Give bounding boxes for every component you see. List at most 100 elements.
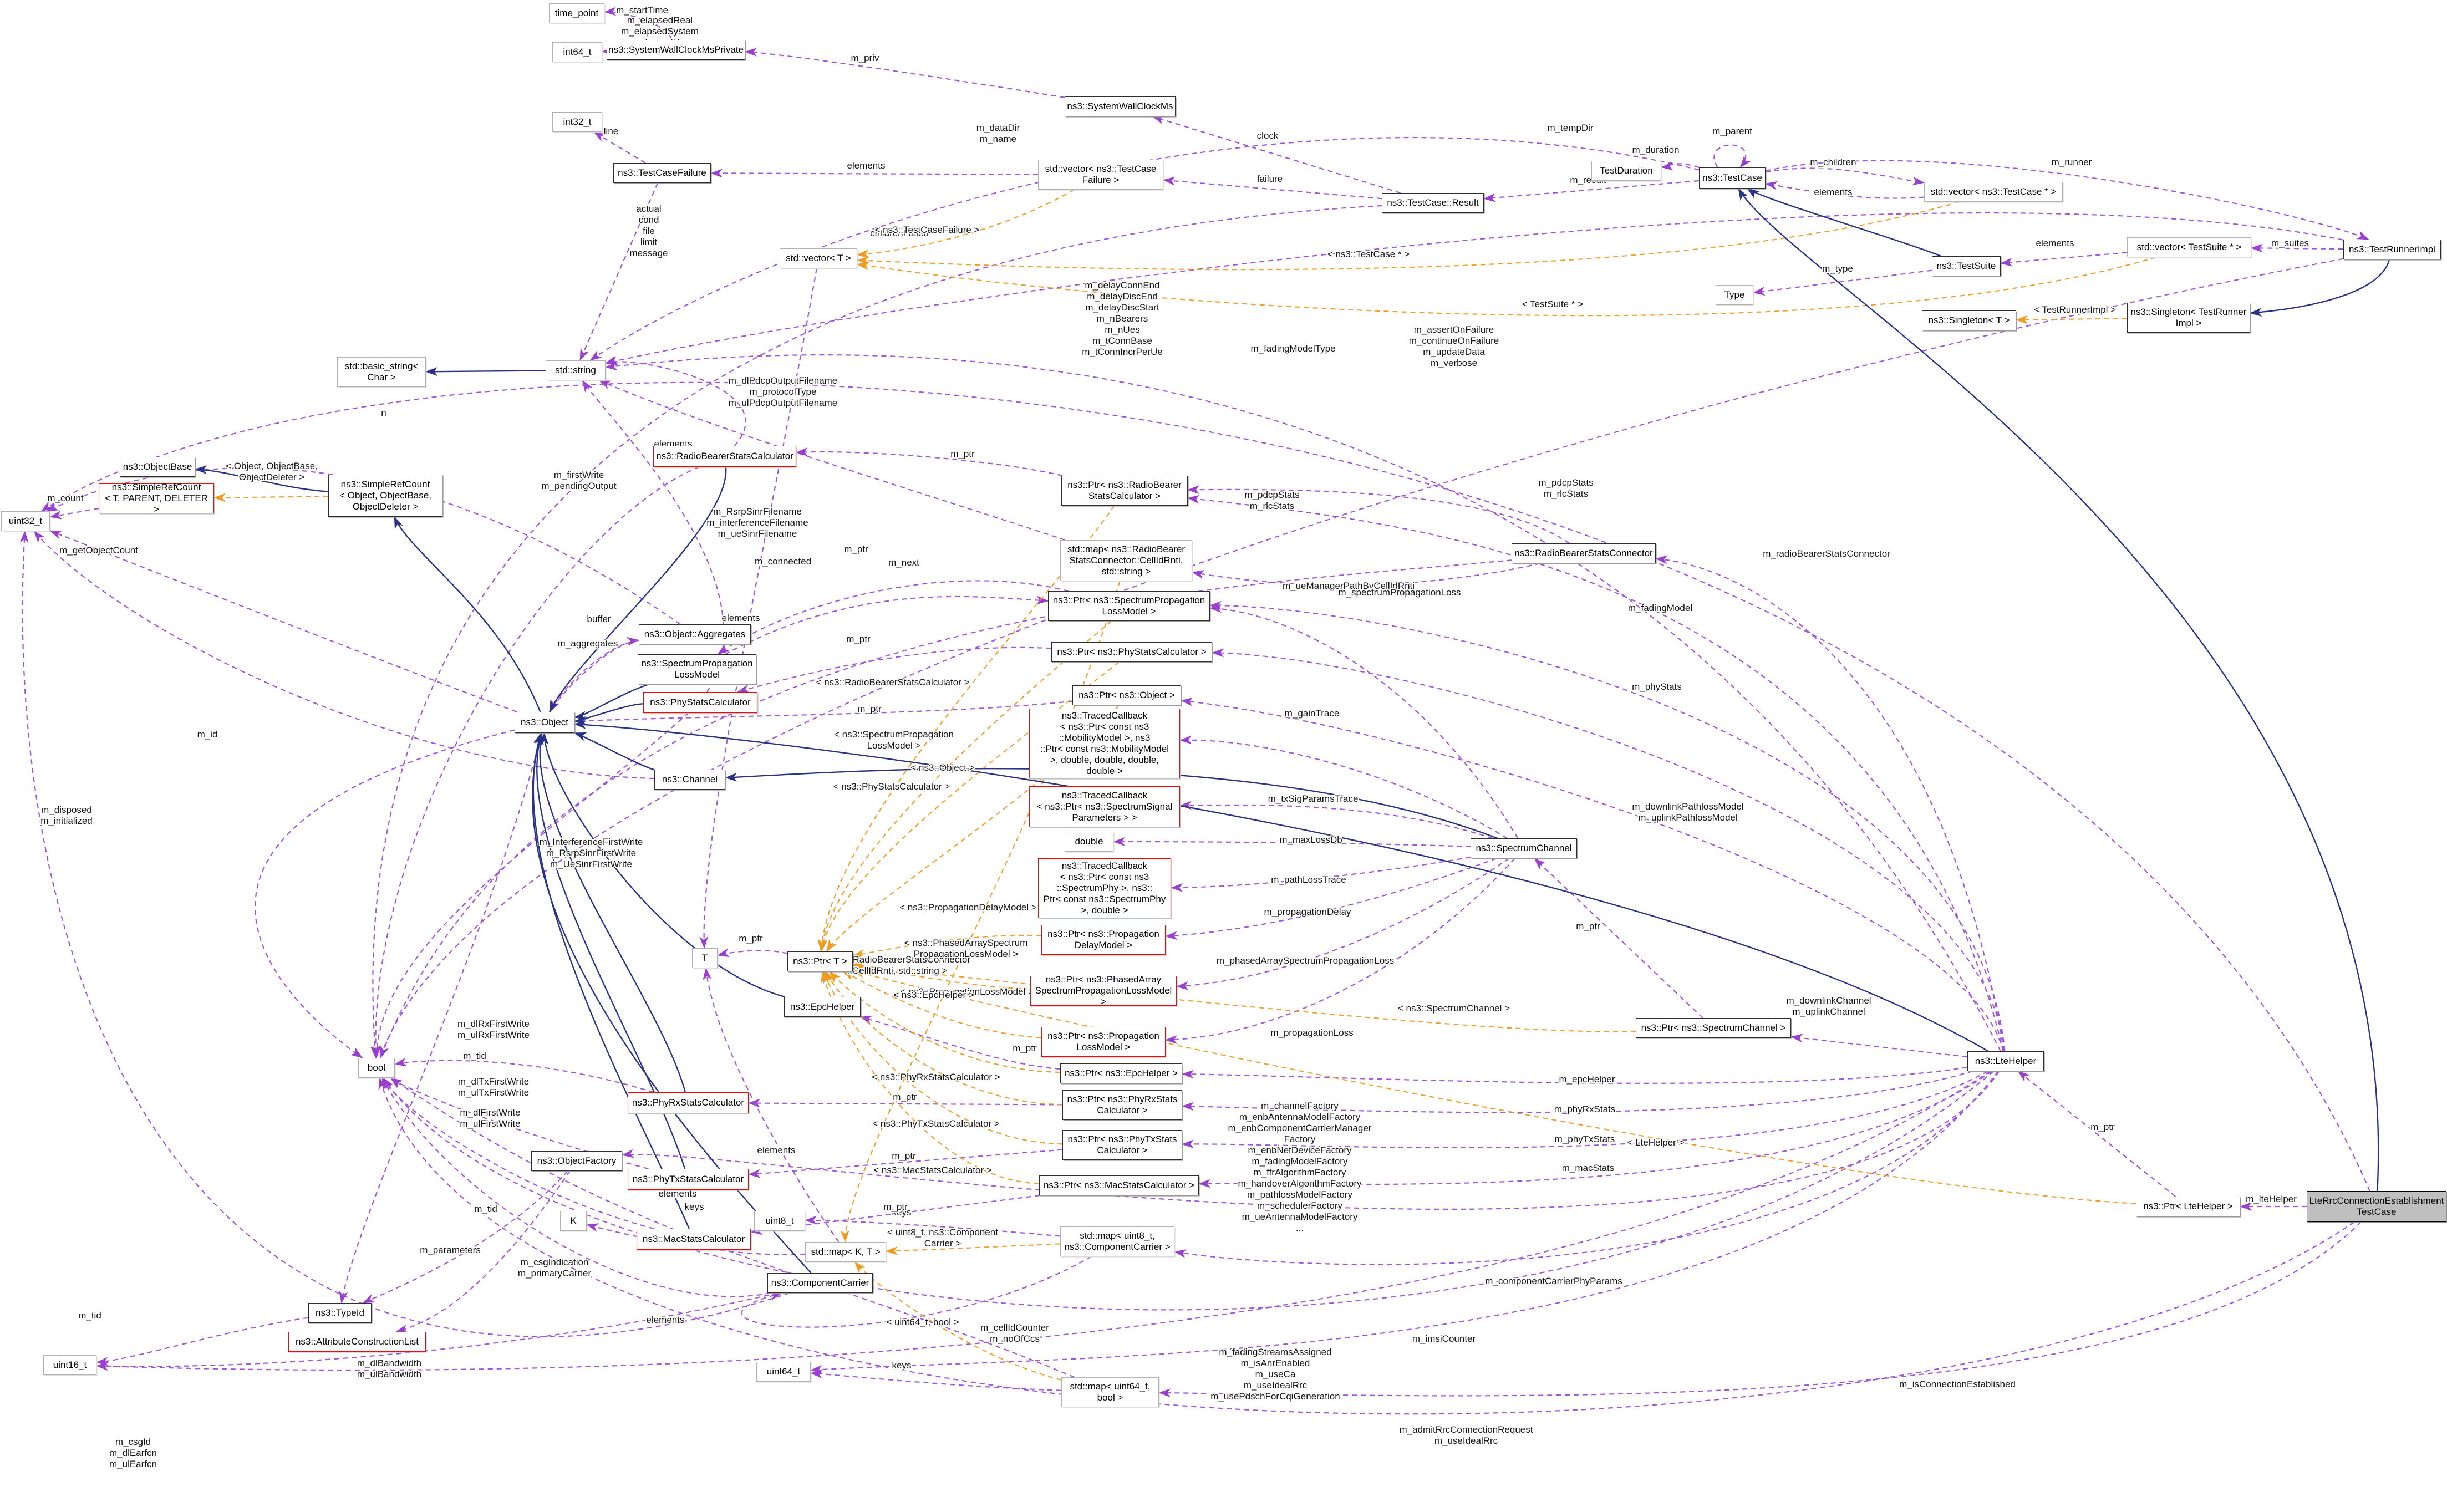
node-type[interactable]: Type xyxy=(1716,285,1753,305)
edge-label-3: clock xyxy=(1257,130,1279,141)
edge-label-61: m_fadingModel xyxy=(1628,603,1692,613)
node-vec_t[interactable]: std::vector< T > xyxy=(780,248,857,268)
node-ptr_pdm[interactable]: ns3::Ptr< ns3::Propagation DelayModel > xyxy=(1041,925,1166,955)
node-int32[interactable]: int32_t xyxy=(552,112,602,132)
node-testduration[interactable]: TestDuration xyxy=(1591,161,1661,181)
node-double[interactable]: double xyxy=(1065,832,1113,852)
node-rbsconn[interactable]: ns3::RadioBearerStatsConnector xyxy=(1512,543,1656,563)
node-phytx[interactable]: ns3::PhyTxStatsCalculator xyxy=(628,1169,749,1190)
node-epchelper[interactable]: ns3::EpcHelper xyxy=(784,997,861,1017)
edge-ltehelper-uint16 xyxy=(96,1071,1991,1371)
node-spectrumchannel[interactable]: ns3::SpectrumChannel xyxy=(1471,838,1577,858)
node-map_cellid[interactable]: std::map< ns3::RadioBearer StatsConnecto… xyxy=(1060,540,1192,581)
node-rbsc[interactable]: ns3::RadioBearerStatsCalculator xyxy=(653,446,796,467)
edge-ltehelper-ptr_splm xyxy=(1209,600,2006,1052)
node-ptr_ltehelper[interactable]: ns3::Ptr< LteHelper > xyxy=(2136,1197,2240,1216)
node-trimpl[interactable]: ns3::TestRunnerImpl xyxy=(2343,240,2441,259)
edge-ptr_splm-splm xyxy=(717,580,1069,655)
node-vec_tcf[interactable]: std::vector< ns3::TestCase Failure > xyxy=(1038,160,1163,190)
node-ptr_physc[interactable]: ns3::Ptr< ns3::PhyStatsCalculator > xyxy=(1051,642,1212,662)
edge-label-7: elements xyxy=(847,160,886,171)
edge-ltehelper-string xyxy=(605,354,2001,1052)
node-objectbase[interactable]: ns3::ObjectBase xyxy=(120,457,195,477)
node-ptr_epchelper[interactable]: ns3::Ptr< ns3::EpcHelper > xyxy=(1060,1063,1182,1083)
node-singleton_tri[interactable]: ns3::Singleton< TestRunner Impl > xyxy=(2127,303,2250,333)
node-componentcarrier[interactable]: ns3::ComponentCarrier xyxy=(767,1273,873,1293)
edge-label-29: m_tid xyxy=(474,1204,497,1214)
node-testcase[interactable]: ns3::TestCase xyxy=(1699,167,1766,189)
edge-label-5: line xyxy=(604,126,618,136)
edge-testsuite-testcase xyxy=(1747,188,1942,257)
node-physc[interactable]: ns3::PhyStatsCalculator xyxy=(643,692,757,713)
edge-label-92: m_ptr xyxy=(950,449,975,459)
node-ptr_object[interactable]: ns3::Ptr< ns3::Object > xyxy=(1072,685,1181,705)
node-ptr_mac[interactable]: ns3::Ptr< ns3::MacStatsCalculator > xyxy=(1039,1175,1199,1195)
node-time_point[interactable]: time_point xyxy=(549,3,604,23)
node-swcm[interactable]: ns3::SystemWallClockMs xyxy=(1065,96,1176,116)
node-int64[interactable]: int64_t xyxy=(552,42,602,62)
node-tc_result[interactable]: ns3::TestCase::Result xyxy=(1382,193,1484,213)
node-uint32[interactable]: uint32_t xyxy=(1,511,50,531)
node-uint16[interactable]: uint16_t xyxy=(43,1355,96,1375)
edge-label-53: m_ptr xyxy=(883,1202,908,1212)
node-map_u64b[interactable]: std::map< uint64_t, bool > xyxy=(1061,1377,1159,1407)
node-t_box[interactable]: T xyxy=(692,948,718,968)
node-ltehelper[interactable]: ns3::LteHelper xyxy=(1967,1051,2044,1071)
node-sr_obj[interactable]: ns3::SimpleRefCount < Object, ObjectBase… xyxy=(328,475,442,517)
edge-label-109: < ns3::MacStatsCalculator > xyxy=(873,1165,992,1175)
node-ptr_t[interactable]: ns3::Ptr< T > xyxy=(787,951,853,971)
node-objectfactory[interactable]: ns3::ObjectFactory xyxy=(531,1151,622,1171)
node-object[interactable]: ns3::Object xyxy=(515,712,574,733)
node-phyrx[interactable]: ns3::PhyRxStatsCalculator xyxy=(628,1092,749,1113)
edge-vec_tc-vec_t xyxy=(857,201,1960,271)
node-tc_phy[interactable]: ns3::TracedCallback < ns3::Ptr< const ns… xyxy=(1038,858,1171,918)
edge-label-67: m_gainTrace xyxy=(1285,708,1340,719)
node-tc_mob[interactable]: ns3::TracedCallback < ns3::Ptr< const ns… xyxy=(1029,709,1180,778)
node-typeid[interactable]: ns3::TypeId xyxy=(308,1303,372,1323)
node-swcmp[interactable]: ns3::SystemWallClockMsPrivate xyxy=(607,40,745,60)
node-singleton_t[interactable]: ns3::Singleton< T > xyxy=(1922,310,2016,330)
edge-map_u8cc-componentcarrier xyxy=(741,1256,1092,1328)
node-k_box[interactable]: K xyxy=(560,1211,587,1231)
edge-label-21: m_count xyxy=(47,493,83,503)
node-testsuite[interactable]: ns3::TestSuite xyxy=(1932,256,2001,276)
node-tc_sig[interactable]: ns3::TracedCallback < ns3::Ptr< ns3::Spe… xyxy=(1029,786,1180,827)
node-ptr_plm[interactable]: ns3::Ptr< ns3::Propagation LossModel > xyxy=(1041,1027,1166,1057)
edge-label-17: m_runner xyxy=(2052,157,2092,167)
node-string[interactable]: std::string xyxy=(546,360,606,380)
node-basic_string[interactable]: std::basic_string< Char > xyxy=(337,357,426,387)
node-vec_tc[interactable]: std::vector< ns3::TestCase * > xyxy=(1924,182,2063,202)
node-aggregates[interactable]: ns3::Object::Aggregates xyxy=(639,624,751,644)
node-bool[interactable]: bool xyxy=(358,1058,395,1078)
node-tcf[interactable]: ns3::TestCaseFailure xyxy=(613,163,711,183)
edge-label-107: < ns3::PhyRxStatsCalculator > xyxy=(872,1072,1000,1082)
node-ptr_rbsc[interactable]: ns3::Ptr< ns3::RadioBearer StatsCalculat… xyxy=(1061,476,1188,506)
edge-ltehelper-bool xyxy=(383,1071,1995,1311)
edge-typeid-uint16 xyxy=(96,1317,309,1366)
node-uint8[interactable]: uint8_t xyxy=(754,1211,805,1231)
node-ptr_phyrx[interactable]: ns3::Ptr< ns3::PhyRxStats Calculator > xyxy=(1062,1090,1182,1120)
node-sr_t[interactable]: ns3::SimpleRefCount < T, PARENT, DELETER… xyxy=(99,482,214,515)
edge-label-26: m_id xyxy=(197,729,218,740)
edge-physc-bool xyxy=(372,712,689,1058)
node-mac[interactable]: ns3::MacStatsCalculator xyxy=(637,1229,751,1250)
edge-label-93: < ns3::TestCaseFailure > xyxy=(875,225,980,235)
node-map_u8cc[interactable]: std::map< uint8_t, ns3::ComponentCarrier… xyxy=(1060,1226,1174,1256)
node-vec_ts[interactable]: std::vector< TestSuite * > xyxy=(2127,237,2251,257)
node-ptr_sc[interactable]: ns3::Ptr< ns3::SpectrumChannel > xyxy=(1636,1018,1791,1038)
node-uint64[interactable]: uint64_t xyxy=(756,1362,811,1382)
node-channel[interactable]: ns3::Channel xyxy=(654,770,725,790)
node-ptr_splm[interactable]: ns3::Ptr< ns3::SpectrumPropagation LossM… xyxy=(1048,591,1210,621)
node-splm[interactable]: ns3::SpectrumPropagation LossModel xyxy=(638,654,756,684)
node-ptr_pasplm[interactable]: ns3::Ptr< ns3::PhasedArray SpectrumPropa… xyxy=(1030,974,1177,1007)
node-target: LteRrcConnectionEstablishment TestCase xyxy=(2307,1191,2446,1222)
node-acl[interactable]: ns3::AttributeConstructionList xyxy=(288,1332,426,1352)
edge-label-56: m_radioBearerStatsConnector xyxy=(1763,548,1890,559)
node-map_kt[interactable]: std::map< K, T > xyxy=(805,1242,886,1262)
edge-phyrx-object xyxy=(535,732,686,1093)
edge-label-87: elements xyxy=(659,1188,697,1199)
node-ptr_phytx[interactable]: ns3::Ptr< ns3::PhyTxStats Calculator > xyxy=(1062,1130,1182,1160)
